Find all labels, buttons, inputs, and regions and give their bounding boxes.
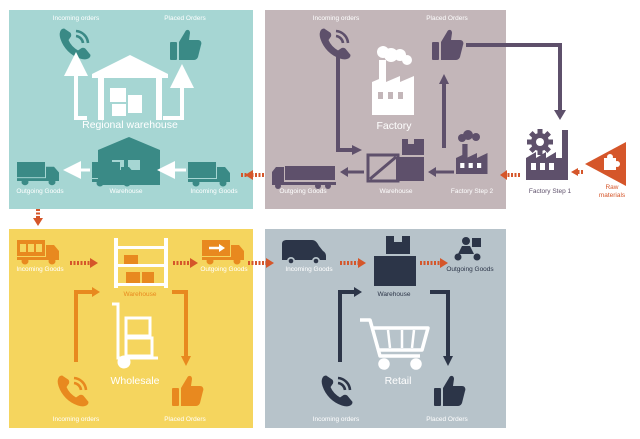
factory-step-1 [526, 130, 568, 180]
ws-order-arrowhead [92, 287, 100, 297]
f-incoming-orders-label: Incoming orders [313, 15, 360, 22]
f-placed-arrowhead [439, 74, 449, 84]
ws-placed-arrowhead [181, 356, 191, 366]
rt-outgoing-goods-label: Outgoing Goods [446, 266, 494, 273]
rw-title: Regional warehouse [82, 119, 178, 131]
placed-orders-to-step1-arrow [466, 43, 562, 112]
f-warehouse-label: Warehouse [380, 188, 413, 195]
f-flow-arrowhead [428, 167, 436, 177]
rw-incoming-goods-label: Incoming Goods [190, 188, 238, 195]
inter-panel-flow [36, 170, 583, 265]
inter-panel-flow-heads [33, 168, 578, 268]
rw-placed-arrow-up [163, 64, 194, 120]
rw-incoming-orders-label: Incoming orders [53, 15, 100, 22]
ws-placed-orders-label: Placed Orders [164, 416, 206, 423]
factory-icon [372, 46, 414, 115]
rt-warehouse-label: Warehouse [378, 291, 411, 298]
rw-outgoing-goods-label: Outgoing Goods [16, 188, 64, 195]
rw-placed-orders-label: Placed Orders [164, 15, 206, 22]
ws-placed-arrow [172, 290, 188, 358]
factory-section: Incoming orders Placed Orders Factory [272, 15, 566, 195]
boxes-icon [20, 244, 42, 252]
shopping-cart-icon [360, 318, 430, 370]
f-title: Factory [376, 120, 412, 132]
hand-truck-icon [112, 302, 158, 369]
retail-section: Incoming Goods Warehouse Outgoing Goods … [282, 236, 494, 423]
rt-placed-arrow [430, 290, 450, 358]
boxes-icon [396, 139, 424, 181]
f-outgoing-goods-label: Outgoing Goods [279, 188, 327, 195]
ws-order-arrow [74, 290, 96, 362]
boxes-icon [374, 236, 416, 286]
warehouse-icon [92, 55, 168, 120]
gear-icon [527, 129, 553, 155]
f-placed-orders-label: Placed Orders [426, 15, 468, 22]
rt-incoming-goods-label: Incoming Goods [285, 266, 333, 273]
truck-icon [272, 166, 336, 189]
raw-materials: Raw materials [585, 142, 626, 199]
ws-incoming-orders-label: Incoming orders [53, 416, 100, 423]
ws-outgoing-goods-label: Outgoing Goods [200, 266, 248, 273]
shelf-icon [114, 238, 168, 288]
rt-title: Retail [385, 375, 412, 387]
rt-incoming-orders-label: Incoming orders [313, 416, 360, 423]
rt-order-arrow [338, 290, 358, 362]
arrow-right-icon-head [219, 244, 225, 252]
placed-orders-arrowhead [554, 110, 566, 120]
f-flow-arrowhead [340, 167, 348, 177]
regional-warehouse-section: Incoming orders Placed Orders Regional w… [16, 15, 238, 195]
rt-order-arrowhead [354, 287, 362, 297]
ws-incoming-goods-label: Incoming Goods [16, 266, 64, 273]
puzzle-icon [604, 154, 620, 170]
rt-placed-arrowhead [443, 356, 453, 366]
wholesale-section: Incoming Goods Warehouse Outgoing Goods … [16, 238, 248, 423]
raw-materials-label-1: Raw [605, 184, 618, 191]
rt-placed-orders-label: Placed Orders [426, 416, 468, 423]
scooter-icon [454, 237, 481, 261]
factory-icon [456, 130, 488, 174]
f-order-arrowhead [352, 145, 362, 155]
raw-materials-label-2: materials [599, 192, 626, 199]
rw-warehouse-label: Warehouse [110, 188, 143, 195]
f-order-arrow [336, 55, 356, 152]
factory-step-1-label: Factory Step 1 [529, 188, 572, 195]
ws-warehouse-label: Warehouse [124, 291, 157, 298]
ws-title: Wholesale [110, 375, 159, 387]
f-step2-label: Factory Step 2 [451, 188, 494, 195]
rw-order-arrow-up [64, 52, 88, 120]
